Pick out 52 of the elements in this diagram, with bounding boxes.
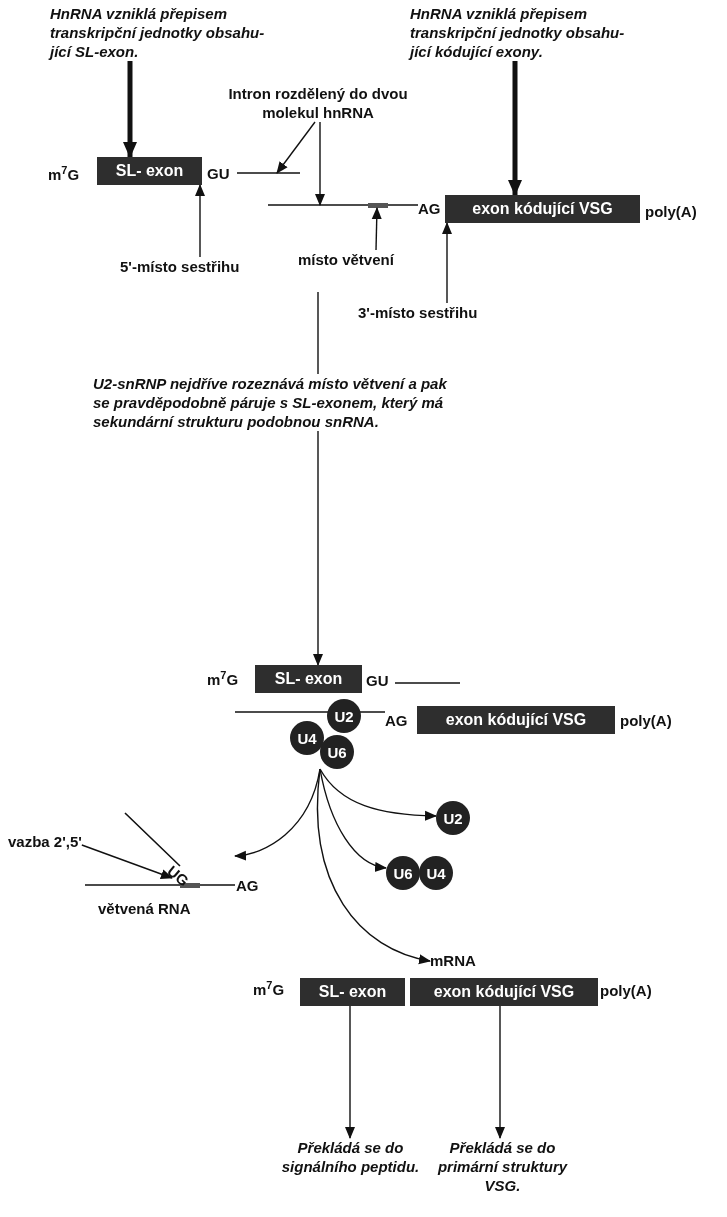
caption-text: HnRNA vzniklá přepisem transkripční jednotky obsahu- jící SL-exon. [50,4,278,61]
arrow [495,1005,505,1139]
arrow [319,768,437,821]
arrow [123,61,137,158]
arrow [371,207,382,251]
arrow [345,1005,355,1139]
arrow [81,844,173,879]
arrow [442,222,452,304]
arrow [319,768,387,871]
caption-text: Překládá se do signálního peptidu. [278,1138,423,1176]
sequence-label: AG [236,877,259,895]
arrow [276,121,316,174]
snrnp-particle: U4 [290,721,324,755]
arrow [313,430,323,666]
tail-label: poly(A) [620,712,672,730]
sequence-label: UG [163,862,193,891]
annotation-text: místo větvení [298,250,438,269]
exon-block: SL- exon [97,157,202,185]
snrnp-particle: U2 [436,801,470,835]
annotation-text: mRNA [430,951,500,970]
tail-label: poly(A) [600,982,652,1000]
arrow [195,184,205,258]
snrnp-particle: U6 [320,735,354,769]
exon-block: exon kódující VSG [410,978,598,1006]
annotation-text: vazba 2',5' [8,832,118,851]
exon-block: SL- exon [300,978,405,1006]
sequence-label: AG [418,200,441,218]
exon-block: exon kódující VSG [417,706,615,734]
cap-label: m$^{7}$G [207,668,239,689]
caption-text: HnRNA vzniklá přepisem transkripční jednotky obsahu- jící kódující exony. [410,4,638,61]
cap-label: m$^{7}$G [253,978,285,999]
node-caption: větvená RNA [98,899,191,918]
arrow [315,121,325,206]
exon-block: SL- exon [255,665,362,693]
branched-rna-drawing [84,812,236,888]
sequence-label: GU [207,165,230,183]
exon-block: exon kódující VSG [445,195,640,223]
snrnp-particle: U6 [386,856,420,890]
annotation-text: 3'-místo sestřihu [358,303,528,322]
connector-line [317,291,319,375]
snrnp-particle: U4 [419,856,453,890]
arrow [508,61,522,196]
cap-label: m$^{7}$G [48,163,80,184]
tail-label: poly(A) [645,203,697,221]
arrow [317,768,431,964]
annotation-text: Intron rozdělený do dvou molekul hnRNA [222,84,414,122]
snrnp-particle: U2 [327,699,361,733]
annotation-text: 5'-místo sestřihu [120,257,290,276]
caption-text: Překládá se do primární struktury VSG. [425,1138,580,1195]
sequence-label: AG [385,712,408,730]
sequence-label: GU [366,672,389,690]
caption-text: U2-snRNP nejdříve rozeznává místo větvení a pak se pravděpodobně páruje s SL-exonem, který má sekundární strukturu podobnou snRNA. [93,374,448,431]
